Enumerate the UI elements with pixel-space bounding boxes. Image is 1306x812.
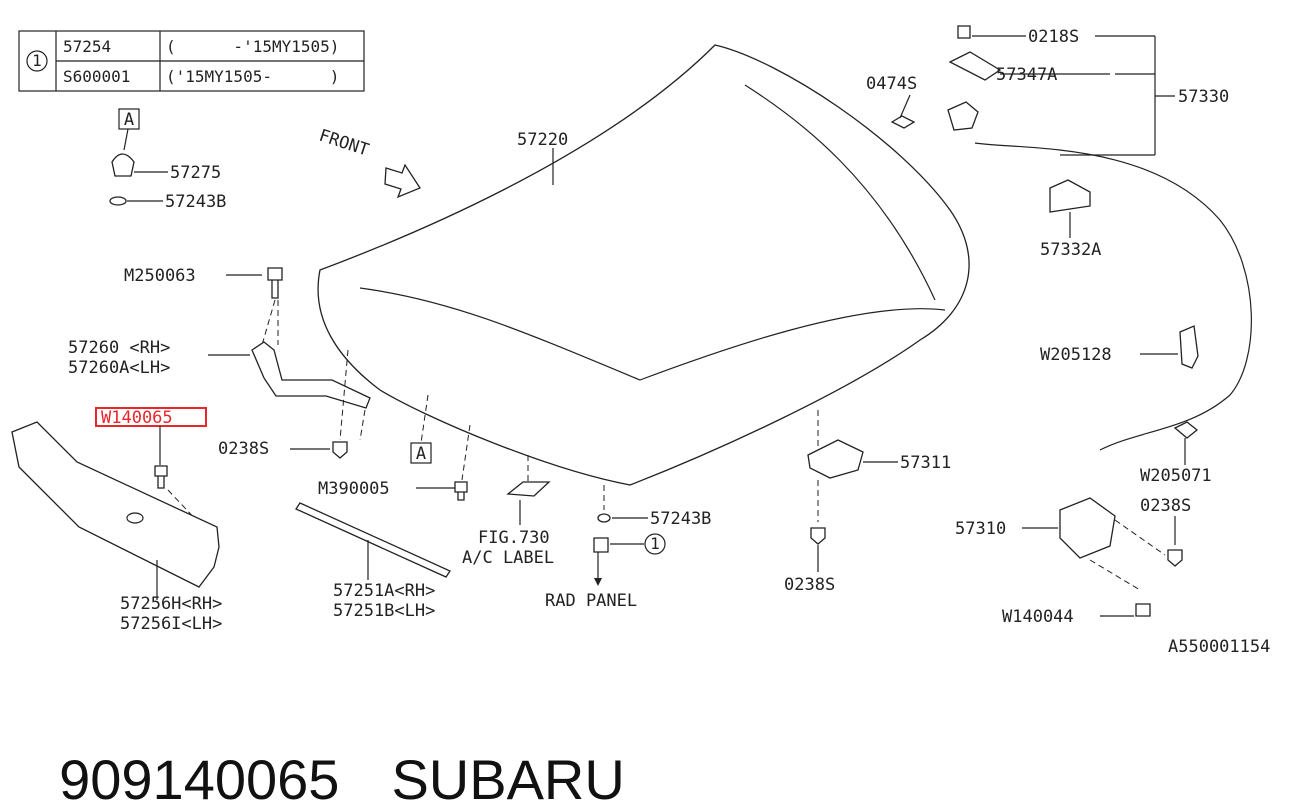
hood-hinge-icon [251, 341, 371, 409]
view-ref-box-a-top [118, 108, 140, 130]
footer: 909140065 SUBARU [28, 682, 677, 811]
label-57220: 57220 [517, 130, 568, 150]
front-indicator: FRONT [316, 126, 421, 199]
table-index: 1 [32, 51, 42, 70]
bracket-57347a-icon [948, 51, 1002, 81]
table-part-2: S600001 [63, 67, 130, 86]
hood-seal-strip-icon [11, 421, 220, 588]
view-ref-a-mid-label: A [416, 444, 426, 464]
label-57275: 57275 [170, 163, 221, 183]
hood-stay-strut-icon [295, 502, 451, 578]
table-range-1: ( -'15MY1505) [166, 37, 339, 56]
front-arrow-icon [384, 163, 421, 199]
label-0218s: 0218S [1028, 27, 1079, 47]
view-ref-box-a-mid [410, 442, 432, 464]
part-number: 909140065 [59, 748, 340, 811]
arrow-down-icon [594, 578, 602, 586]
callout-circle [644, 533, 666, 555]
striker-57311-icon [807, 439, 864, 479]
label-57256h: 57256H<RH> [120, 594, 222, 614]
nut-0218s-icon [957, 25, 971, 39]
label-ac-label: A/C LABEL [462, 548, 554, 568]
table-range-2: ('15MY1505- ) [166, 67, 339, 86]
label-m250063: M250063 [124, 266, 196, 286]
clip-w140065-icon [154, 465, 168, 489]
handle-57332a-icon [1049, 179, 1091, 213]
screw-0474s-icon [890, 115, 916, 129]
hinge-bolt-icon [267, 267, 283, 299]
label-57347a: 57347A [996, 65, 1057, 85]
grommet-icon [593, 537, 609, 553]
label-57260: 57260 <RH> [68, 338, 170, 358]
label-57256i: 57256I<LH> [120, 614, 222, 634]
parts-diagram: 1 57254 ( -'15MY1505) S600001 ('15MY1505… [11, 25, 1270, 657]
label-57260a: 57260A<LH> [68, 358, 170, 378]
ac-label-icon [506, 481, 551, 497]
table-index-circle [26, 50, 48, 72]
label-fig730: FIG.730 [478, 528, 550, 548]
label-w140044: W140044 [1002, 607, 1074, 627]
label-0238s-mid: 0238S [784, 575, 835, 595]
clip-w205128-icon [1179, 325, 1199, 369]
clip-w205071-icon [1173, 421, 1199, 439]
lock-57330-icon [947, 101, 979, 131]
diagram-id: A550001154 [1168, 637, 1270, 657]
label-57330: 57330 [1178, 87, 1229, 107]
label-w205128: W205128 [1040, 345, 1112, 365]
label-0238s-right: 0238S [1140, 496, 1191, 516]
hood-panel: 57220 [317, 44, 970, 486]
label-57243b-mid: 57243B [650, 509, 711, 529]
label-57251a: 57251A<RH> [333, 581, 435, 601]
view-ref-a-top-label: A [124, 110, 134, 130]
label-m390005: M390005 [318, 479, 390, 499]
label-w140065[interactable]: W140065 [101, 408, 173, 428]
brand-name: SUBARU [391, 748, 625, 811]
applicability-table: 1 57254 ( -'15MY1505) S600001 ('15MY1505… [18, 30, 365, 92]
table-part-1: 57254 [63, 37, 111, 56]
release-cable-icon [974, 142, 1252, 451]
label-w205071: W205071 [1140, 466, 1212, 486]
bolt-m390005-icon [454, 481, 468, 501]
label-rad-panel: RAD PANEL [545, 591, 637, 611]
seal-57243b-mid-icon [597, 513, 611, 523]
label-57332a: 57332A [1040, 240, 1101, 260]
label-0474s: 0474S [866, 74, 917, 94]
label-0238s-left: 0238S [218, 439, 269, 459]
front-label: FRONT [316, 126, 371, 161]
nut-0238s-left-icon [332, 441, 348, 459]
label-57251b: 57251B<LH> [333, 601, 435, 621]
label-57243b-left: 57243B [165, 192, 226, 212]
label-57311: 57311 [900, 453, 951, 473]
label-57310: 57310 [955, 519, 1006, 539]
highlight-box [95, 407, 207, 427]
hood-seal-icon [109, 196, 127, 206]
callout-circle-label: 1 [650, 534, 660, 553]
hood-stay-rubber-icon [111, 153, 135, 177]
bolt-w140044-icon [1135, 603, 1151, 617]
hood-latch-57310-icon [1059, 497, 1116, 559]
nut-0238s-right-icon [1167, 549, 1183, 567]
nut-0238s-mid-icon [810, 527, 826, 545]
